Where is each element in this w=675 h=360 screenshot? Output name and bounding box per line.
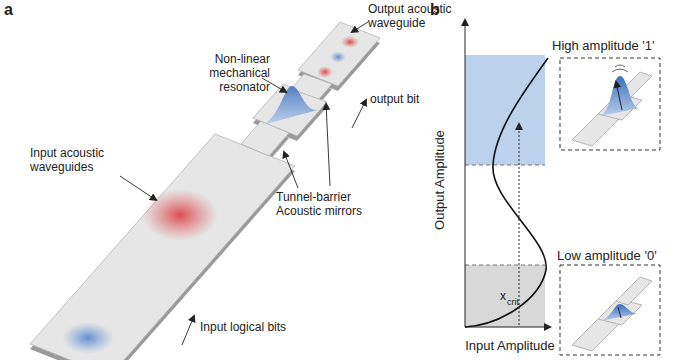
- panel-letter: a: [4, 0, 24, 19]
- signal-label: output bit: [370, 92, 440, 106]
- state-label: High amplitude '1': [552, 38, 672, 54]
- part-label: Input acoustic waveguides: [30, 146, 130, 174]
- plot: [465, 20, 550, 327]
- inset-low: [560, 265, 660, 355]
- inset-high: [560, 58, 660, 150]
- part-label: Tunnel-barrier Acoustic mirrors: [276, 190, 386, 218]
- part-label: Output acoustic waveguide: [368, 2, 463, 30]
- state-label: Low amplitude '0': [557, 248, 675, 264]
- axis-title: Input Amplitude: [445, 338, 575, 354]
- axis-subscript: crit: [507, 296, 527, 308]
- part-label: Non-linear mechanical resonator: [170, 52, 270, 94]
- leader-lines: [120, 22, 368, 345]
- axis-title: Output Amplitude: [433, 120, 447, 240]
- signal-label: Input logical bits: [200, 320, 310, 334]
